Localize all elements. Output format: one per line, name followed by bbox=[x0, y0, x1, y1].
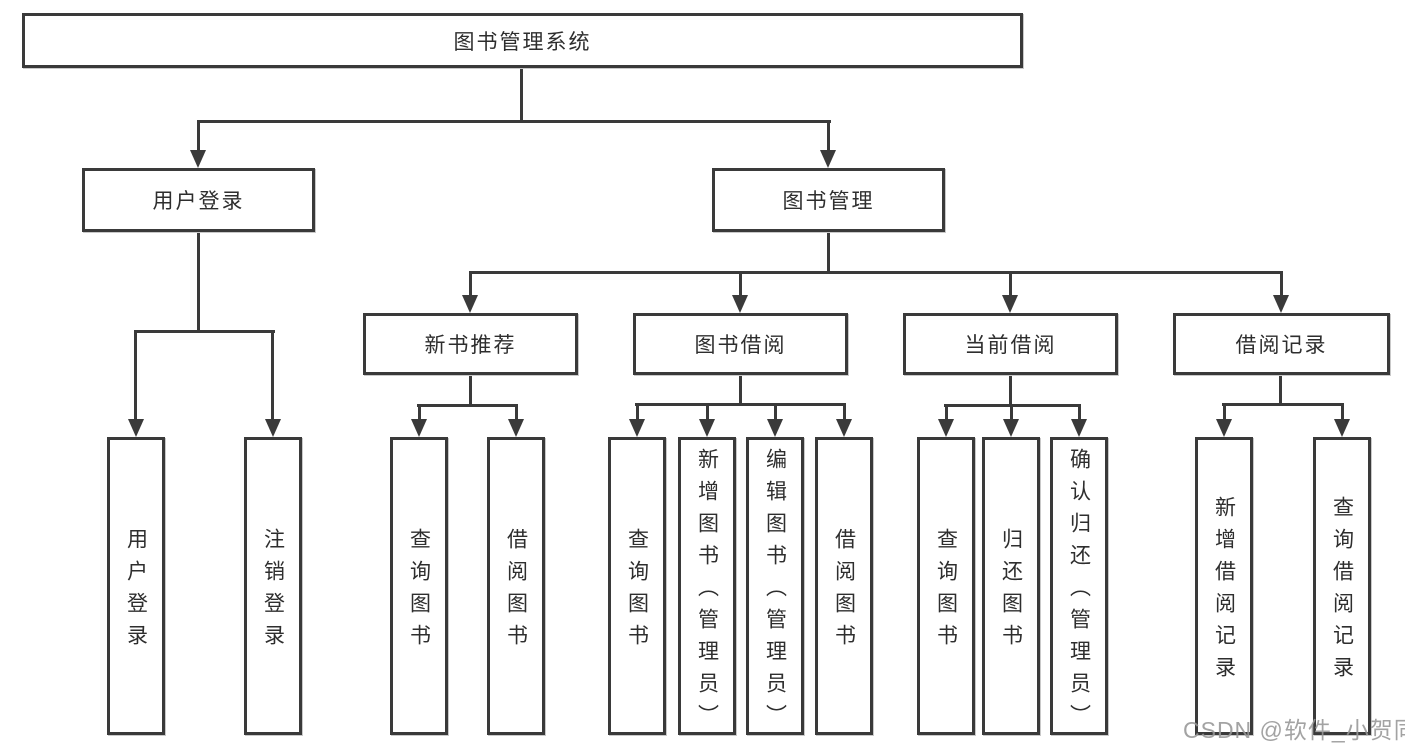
leaf-user-logout-label: 注销登录 bbox=[261, 527, 285, 656]
node-book-borrow: 图书借阅 bbox=[633, 313, 848, 375]
edge-arrow-line-rec-borrow bbox=[515, 404, 518, 421]
edge-arrow-head-bb-add bbox=[699, 419, 715, 437]
edge-arrow-head-rc-query bbox=[1334, 419, 1350, 437]
edge-arrow-head-records bbox=[1273, 295, 1289, 313]
edge-arrow-line-bookborrow bbox=[739, 271, 742, 297]
edge-arrow-line-bb-add bbox=[706, 403, 709, 421]
edge-arrow-head-rec-query bbox=[411, 419, 427, 437]
edge-arrow-line-cb-return bbox=[1010, 404, 1013, 421]
edge-arrow-line-cb-confirm bbox=[1078, 404, 1081, 421]
node-borrow-records-label: 借阅记录 bbox=[1235, 334, 1328, 357]
leaf-records-query-record: 查询借阅记录 bbox=[1313, 437, 1371, 735]
edge-arrow-head-login bbox=[128, 419, 144, 437]
leaf-borrow-edit-book-admin: 编辑图书（管理员） bbox=[746, 437, 804, 736]
leaf-user-login-label: 用户登录 bbox=[124, 527, 148, 656]
edge-arrow-head-cb-confirm bbox=[1071, 419, 1087, 437]
node-root-label: 图书管理系统 bbox=[453, 30, 592, 54]
edge-arrow-line-rc-add bbox=[1223, 403, 1226, 421]
leaf-borrow-borrow-book: 借阅图书 bbox=[815, 437, 873, 735]
node-current-borrow-label: 当前借阅 bbox=[964, 334, 1057, 357]
leaf-borrow-add-book-admin-label: 新增图书（管理员） bbox=[695, 447, 719, 736]
leaf-recommend-borrow-book: 借阅图书 bbox=[487, 437, 545, 735]
edge-arrow-line-user-login bbox=[197, 120, 200, 152]
edge-arrow-head-bb-borrow bbox=[836, 419, 852, 437]
edge-arrow-head-rc-add bbox=[1216, 419, 1232, 437]
leaf-records-add-record: 新增借阅记录 bbox=[1195, 437, 1253, 735]
edge-arrow-line-login bbox=[134, 330, 137, 421]
edge-arrow-line-rc-query bbox=[1341, 403, 1344, 421]
leaf-borrow-borrow-book-label: 借阅图书 bbox=[832, 527, 856, 656]
node-new-book-recommend-label: 新书推荐 bbox=[424, 334, 517, 357]
leaf-records-add-record-label: 新增借阅记录 bbox=[1212, 495, 1236, 688]
node-book-borrow-label: 图书借阅 bbox=[694, 334, 787, 357]
edge-bookborrow-rail bbox=[635, 403, 846, 406]
edge-arrow-head-cb-return bbox=[1003, 419, 1019, 437]
leaf-recommend-borrow-book-label: 借阅图书 bbox=[504, 527, 528, 656]
node-current-borrow: 当前借阅 bbox=[903, 313, 1118, 375]
edge-arrow-head-rec-borrow bbox=[508, 419, 524, 437]
node-new-book-recommend: 新书推荐 bbox=[363, 313, 578, 375]
edge-user-login-stub bbox=[197, 232, 200, 332]
edge-arrow-head-recommend bbox=[462, 295, 478, 313]
leaf-current-return-book: 归还图书 bbox=[982, 437, 1040, 735]
leaf-user-login: 用户登录 bbox=[107, 437, 165, 735]
node-borrow-records: 借阅记录 bbox=[1173, 313, 1390, 375]
edge-arrow-line-currentborrow bbox=[1009, 271, 1012, 297]
leaf-borrow-edit-book-admin-label: 编辑图书（管理员） bbox=[763, 447, 787, 736]
edge-arrow-head-cb-query bbox=[938, 419, 954, 437]
edge-arrow-line-cb-query bbox=[945, 404, 948, 421]
edge-arrow-head-bb-edit bbox=[767, 419, 783, 437]
leaf-current-confirm-return-admin: 确认归还（管理员） bbox=[1050, 437, 1108, 736]
leaf-user-logout: 注销登录 bbox=[244, 437, 302, 735]
leaf-borrow-add-book-admin: 新增图书（管理员） bbox=[678, 437, 736, 736]
edge-arrow-line-bb-edit bbox=[774, 403, 777, 421]
leaf-recommend-query-book-label: 查询图书 bbox=[407, 527, 431, 656]
leaf-current-query-book: 查询图书 bbox=[917, 437, 975, 735]
leaf-borrow-query-book: 查询图书 bbox=[608, 437, 666, 735]
edge-records-stub bbox=[1279, 375, 1282, 405]
edge-book-management-rail bbox=[469, 271, 1283, 274]
node-user-login-label: 用户登录 bbox=[152, 190, 245, 213]
edge-recommend-stub bbox=[469, 375, 472, 406]
node-user-login: 用户登录 bbox=[82, 168, 315, 232]
edge-arrow-line-recommend bbox=[469, 271, 472, 297]
edge-arrow-head-user-login bbox=[190, 150, 206, 168]
edge-recommend-rail bbox=[417, 404, 518, 407]
edge-arrow-head-currentborrow bbox=[1002, 295, 1018, 313]
edge-book-management-stub bbox=[827, 232, 830, 273]
leaf-records-query-record-label: 查询借阅记录 bbox=[1330, 495, 1354, 688]
leaf-borrow-query-book-label: 查询图书 bbox=[625, 527, 649, 656]
edge-arrow-head-logout bbox=[265, 419, 281, 437]
edge-arrow-line-bb-borrow bbox=[843, 403, 846, 421]
edge-arrow-line-logout bbox=[271, 330, 274, 421]
leaf-recommend-query-book: 查询图书 bbox=[390, 437, 448, 735]
edge-arrow-head-bb-query bbox=[629, 419, 645, 437]
leaf-current-confirm-return-admin-label: 确认归还（管理员） bbox=[1067, 447, 1091, 736]
edge-currentborrow-stub bbox=[1009, 375, 1012, 406]
edge-user-login-rail bbox=[134, 330, 275, 333]
edge-arrow-head-book-management bbox=[820, 150, 836, 168]
node-book-management: 图书管理 bbox=[712, 168, 945, 232]
node-root: 图书管理系统 bbox=[22, 13, 1023, 68]
edge-root-rail bbox=[197, 120, 831, 123]
edge-records-rail bbox=[1222, 403, 1344, 406]
node-book-management-label: 图书管理 bbox=[782, 190, 875, 213]
edge-root-stub bbox=[520, 68, 523, 123]
edge-arrow-line-bb-query bbox=[636, 403, 639, 421]
edge-arrow-line-book-management bbox=[827, 120, 830, 152]
edge-arrow-head-bookborrow bbox=[732, 295, 748, 313]
edge-arrow-line-rec-query bbox=[418, 404, 421, 421]
csdn-watermark: CSDN @软件_小贺同学 bbox=[1183, 717, 1405, 743]
leaf-current-query-book-label: 查询图书 bbox=[934, 527, 958, 656]
leaf-current-return-book-label: 归还图书 bbox=[999, 527, 1023, 656]
edge-bookborrow-stub bbox=[739, 375, 742, 405]
edge-arrow-line-records bbox=[1280, 271, 1283, 297]
